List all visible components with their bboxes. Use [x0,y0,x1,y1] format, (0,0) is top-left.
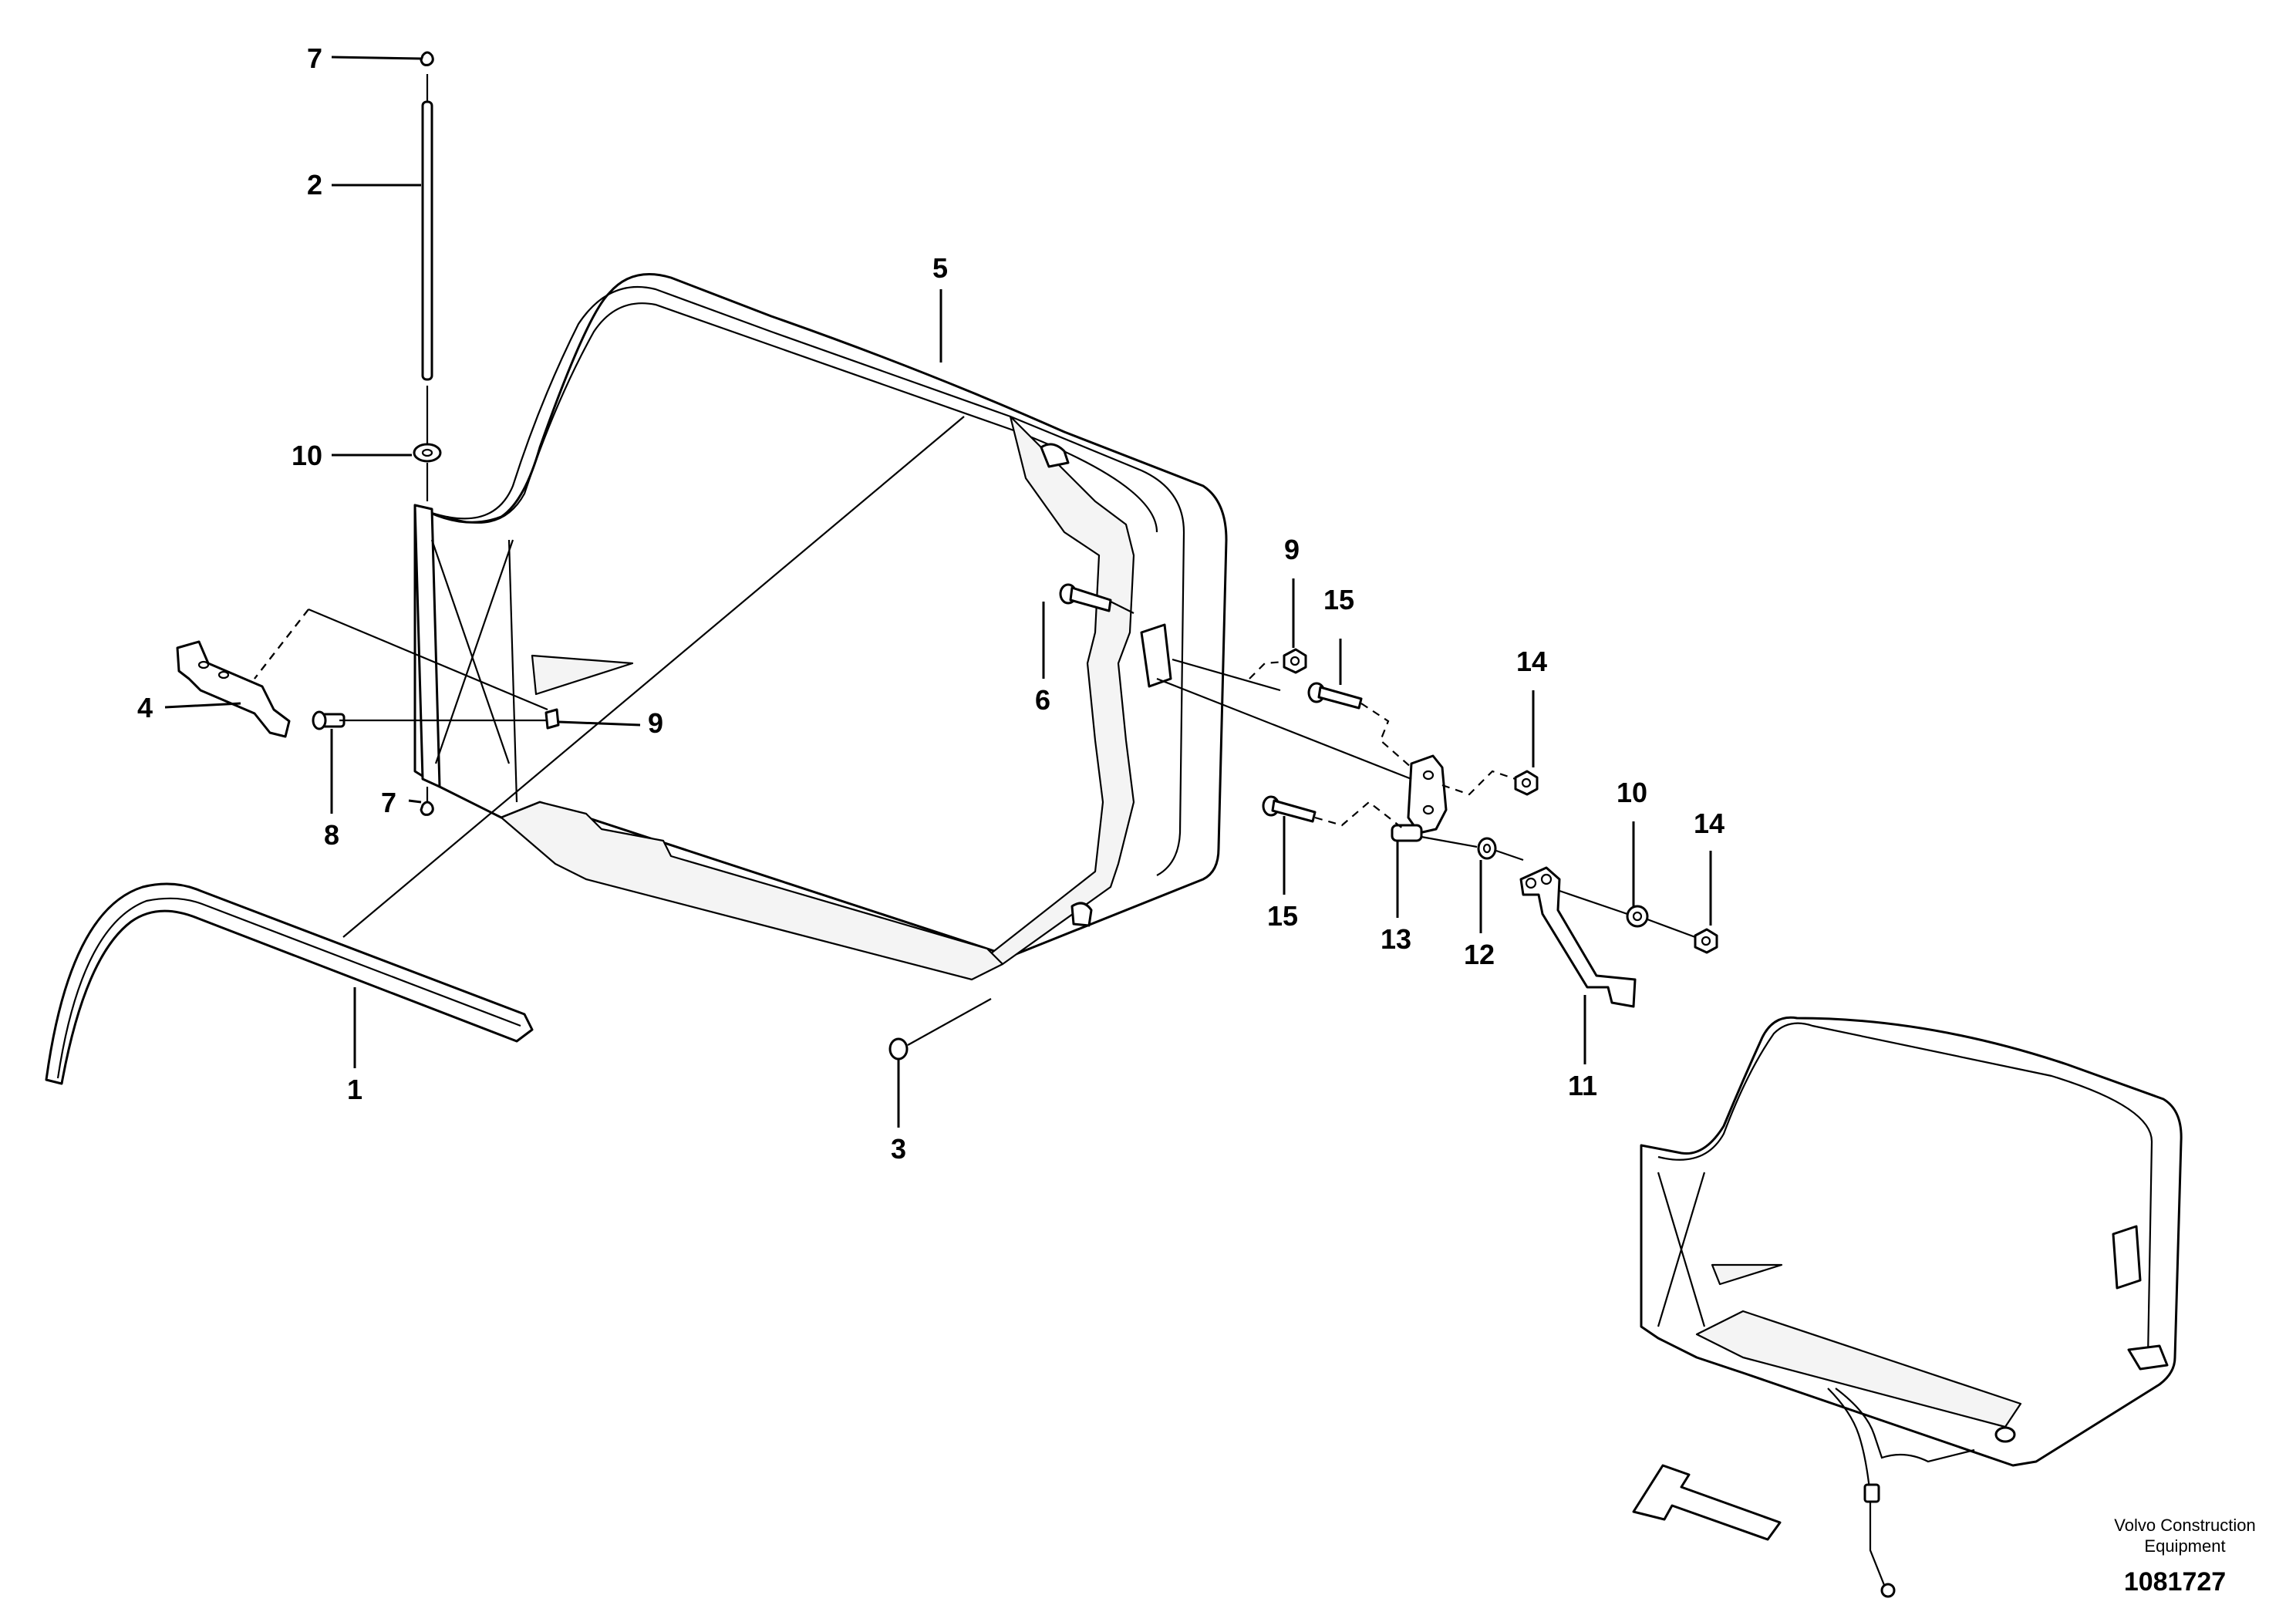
part-10-washer-right [1626,905,1649,928]
inset-assembled-view [1640,1016,2183,1598]
part-2-rod [421,74,433,381]
callout-7-lower: 7 [381,787,396,818]
document-number: 1081727 [2124,1567,2226,1597]
callout-labels: 7 2 10 4 8 9 7 1 5 3 6 9 15 14 15 13 12 … [137,42,1725,1165]
callout-10-upper: 10 [292,440,322,471]
callout-8: 8 [324,819,339,851]
credit-line-1: Volvo Construction [2114,1516,2255,1535]
callout-10-right: 10 [1617,777,1647,808]
part-7-top-clip [420,51,434,66]
part-7-lower-clip [420,801,434,816]
part-14-nut-right [1694,928,1718,954]
callout-15-lower: 15 [1267,900,1298,932]
callout-1: 1 [347,1074,362,1105]
callout-5: 5 [932,252,948,284]
part-11-bracket-right [1519,866,1637,1008]
callout-9-left: 9 [648,707,663,739]
callout-6: 6 [1035,684,1050,716]
assembly-lines [254,386,1696,1046]
direction-arrow [1632,1464,1782,1541]
part-3-pin [888,1037,909,1061]
credit-block: Volvo Construction Equipment 1081727 [2114,1516,2255,1597]
part-6-bolt [1059,583,1112,612]
part-9-clip-left [544,708,560,730]
callout-4: 4 [137,692,153,723]
callout-14-upper: 14 [1516,646,1547,677]
callout-3: 3 [891,1133,906,1165]
part-10-washer-upper [413,443,442,463]
callout-15-upper: 15 [1323,584,1354,615]
part-12-washer [1477,837,1497,860]
callout-13: 13 [1381,923,1411,955]
part-13-hinge [1391,754,1448,842]
credit-line-2: Equipment [2144,1536,2225,1556]
part-1-seal-strip [45,882,534,1085]
callout-9-right: 9 [1284,534,1300,565]
part-9-nut-right [1283,648,1307,674]
part-14-nut-upper [1514,770,1539,796]
callout-2: 2 [307,169,322,201]
part-8-screw [312,710,346,730]
part-5-frame [413,273,1228,981]
part-4-bracket [176,640,291,738]
callout-7-top: 7 [307,42,322,74]
part-15-bolt-lower [1262,795,1317,823]
leader-lines [164,56,1712,1128]
part-15-bolt-upper [1307,682,1363,710]
callout-12: 12 [1464,939,1495,970]
callout-14-right: 14 [1694,808,1725,839]
callout-11: 11 [1568,1070,1597,1101]
